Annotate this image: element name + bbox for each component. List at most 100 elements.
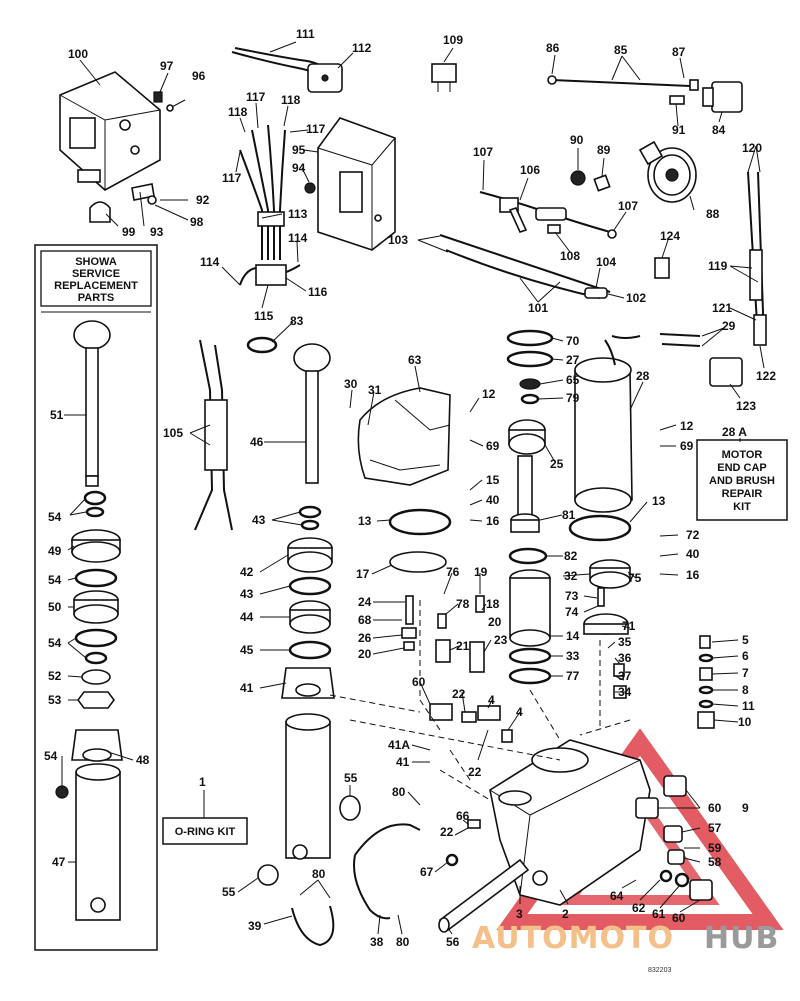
drawing-number: 832203 — [648, 967, 671, 974]
callout-40-left: 40 — [486, 493, 500, 507]
shaft-81 — [510, 455, 540, 533]
callout-107-right: 107 — [618, 199, 638, 213]
callout-115: 115 — [254, 309, 274, 323]
callout-48: 48 — [136, 753, 150, 767]
callout-111: 111 — [296, 27, 315, 41]
callout-16-left: 16 — [486, 514, 500, 528]
callout-117-right: 117 — [306, 122, 326, 136]
cylinder-body — [285, 713, 331, 860]
callout-85: 85 — [614, 43, 628, 57]
piston-50 — [73, 590, 119, 624]
callout-112: 112 — [352, 41, 372, 55]
callout-51: 51 — [50, 408, 64, 422]
callout-21: 21 — [456, 639, 470, 653]
callout-65: 65 — [566, 373, 580, 387]
callout-116: 116 — [308, 285, 328, 299]
callout-55-bottom: 55 — [222, 885, 236, 899]
callout-118-left: 118 — [228, 105, 248, 119]
gland-49 — [71, 529, 121, 563]
callout-102: 102 — [626, 291, 646, 305]
callout-120: 120 — [742, 141, 762, 155]
callout-14: 14 — [566, 629, 580, 643]
callout-36: 36 — [618, 651, 632, 665]
callout-45: 45 — [240, 643, 254, 657]
callout-60-c: 60 — [672, 911, 686, 925]
callout-28: 28 — [636, 369, 650, 383]
callout-1: 1 — [199, 775, 206, 789]
callout-6: 6 — [742, 649, 749, 663]
callout-60-b: 60 — [708, 801, 722, 815]
callout-83: 83 — [290, 314, 304, 328]
callout-49: 49 — [48, 544, 62, 558]
showa-line-2: SERVICE — [72, 268, 120, 280]
plug-84 — [702, 81, 743, 113]
piston-44 — [289, 600, 331, 634]
motor-box-line-4: REPAIR — [722, 488, 763, 500]
callout-4-b: 4 — [516, 705, 523, 719]
callout-20-left: 20 — [358, 647, 372, 661]
callout-19: 19 — [474, 565, 488, 579]
callout-68: 68 — [358, 613, 372, 627]
callout-86: 86 — [546, 41, 560, 55]
callout-54-c: 54 — [48, 636, 62, 650]
callout-71: 71 — [622, 619, 636, 633]
callout-69-left: 69 — [486, 439, 500, 453]
callout-34: 34 — [618, 685, 632, 699]
callout-103: 103 — [388, 233, 408, 247]
callout-13-left: 13 — [358, 514, 372, 528]
clip-97 — [153, 91, 163, 103]
end-plate-71 — [583, 613, 629, 635]
callout-16-right: 16 — [686, 568, 700, 582]
callout-118-right: 118 — [281, 93, 301, 107]
gland-42 — [287, 537, 333, 573]
callout-54-d: 54 — [44, 749, 58, 763]
callout-88: 88 — [706, 207, 720, 221]
showa-parts-panel — [34, 244, 158, 951]
callout-43-a: 43 — [252, 513, 266, 527]
callout-4-a: 4 — [488, 693, 495, 707]
callout-24: 24 — [358, 595, 372, 609]
oring-kit-label: O-RING KIT — [175, 826, 236, 838]
callout-7: 7 — [742, 666, 749, 680]
callout-105: 105 — [163, 426, 183, 440]
callout-60-a: 60 — [412, 675, 426, 689]
callout-43-b: 43 — [240, 587, 254, 601]
callout-29: 29 — [722, 319, 736, 333]
callout-114-right: 114 — [288, 231, 308, 245]
callout-87: 87 — [672, 45, 686, 59]
cylinder-47 — [71, 729, 123, 921]
callout-3: 3 — [516, 907, 523, 921]
callout-91: 91 — [672, 123, 686, 137]
callout-42: 42 — [240, 565, 254, 579]
callout-100: 100 — [68, 47, 88, 61]
callout-32: 32 — [564, 569, 578, 583]
callout-15: 15 — [486, 473, 500, 487]
callout-106: 106 — [520, 163, 540, 177]
plate-17 — [389, 551, 447, 573]
callout-22-c: 22 — [440, 825, 454, 839]
callout-20-right: 20 — [488, 615, 502, 629]
watermark-text-hub: HUB — [704, 921, 779, 956]
callout-84: 84 — [712, 123, 726, 137]
callout-44: 44 — [240, 610, 254, 624]
callout-59: 59 — [708, 841, 722, 855]
reservoir-63 — [357, 387, 451, 486]
callout-46: 46 — [250, 435, 264, 449]
callout-47: 47 — [52, 855, 66, 869]
callout-41a: 41A — [388, 738, 410, 752]
callout-123: 123 — [736, 399, 756, 413]
callout-80-mid: 80 — [312, 867, 326, 881]
callout-23: 23 — [494, 633, 508, 647]
oring-kit-box — [162, 817, 248, 845]
callout-26: 26 — [358, 631, 372, 645]
callout-53: 53 — [48, 693, 62, 707]
callout-74: 74 — [565, 605, 579, 619]
rod-46 — [293, 343, 331, 484]
callout-117-left: 117 — [222, 171, 242, 185]
callout-93: 93 — [150, 225, 164, 239]
showa-line-3: REPLACEMENT — [54, 280, 138, 292]
callout-124: 124 — [660, 229, 680, 243]
callout-8: 8 — [742, 683, 749, 697]
cylinder-14 — [509, 569, 551, 647]
motor-box-line-1: MOTOR — [722, 449, 763, 461]
